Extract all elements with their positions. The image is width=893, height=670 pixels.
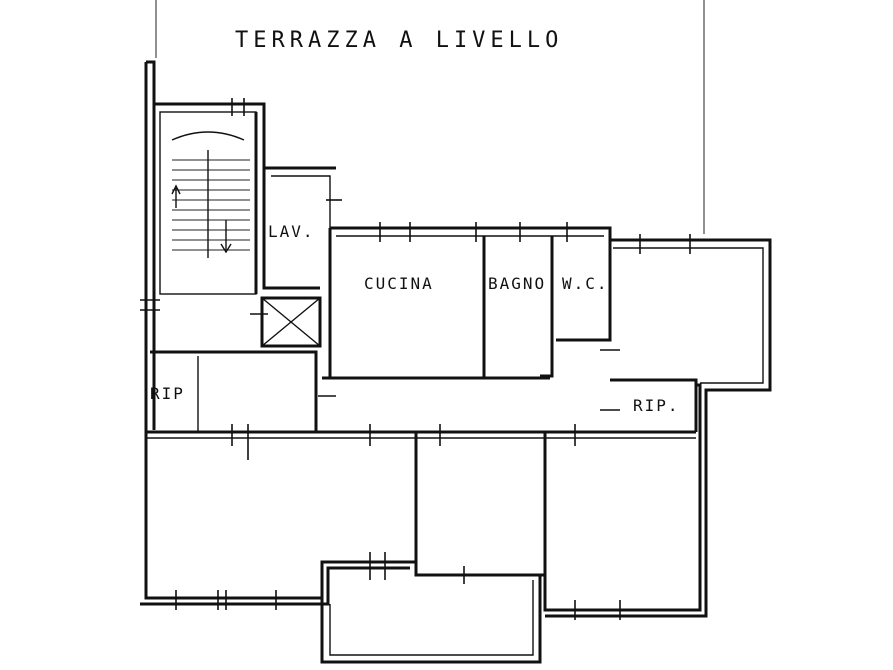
interior-walls	[146, 111, 698, 575]
opening-ticks	[140, 98, 691, 620]
staircase	[171, 131, 250, 258]
terrace-outline	[155, 0, 705, 234]
room-label-rip-left: RIP	[150, 384, 185, 403]
terrace-title: TERRAZZA A LIVELLO	[235, 28, 563, 53]
room-label-wc: W.C.	[562, 274, 609, 293]
room-label-lav: LAV.	[268, 222, 315, 241]
room-label-cucina: CUCINA	[364, 274, 434, 293]
room-label-rip-right: RIP.	[633, 396, 680, 415]
outer-walls	[140, 60, 772, 664]
room-label-bagno: BAGNO	[488, 274, 546, 293]
